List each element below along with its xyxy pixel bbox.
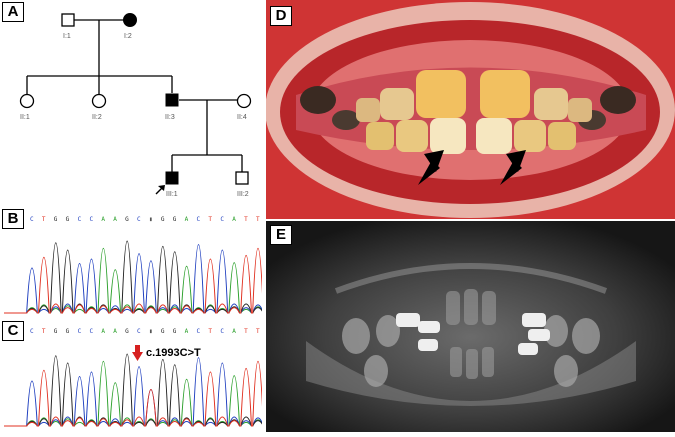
trace-c-c [4, 357, 264, 427]
base-call-c-10: ▮ [149, 328, 153, 335]
base-call-c-1: T [42, 328, 46, 335]
trace-a-b [4, 247, 264, 314]
base-call-b-13: A [185, 216, 189, 223]
base-call-b-18: T [244, 216, 248, 223]
base-call-c-13: A [185, 328, 189, 335]
base-call-c-7: A [113, 328, 117, 335]
base-call-b-7: A [113, 216, 117, 223]
base-call-c-4: C [78, 328, 82, 335]
individual-i2-female-affected [123, 13, 137, 27]
arrow-icon-right [500, 150, 526, 185]
base-call-c-14: C [197, 328, 201, 335]
base-call-b-10: ▮ [149, 216, 153, 223]
panel-label-c: C [2, 321, 24, 341]
base-call-c-19: T [256, 328, 260, 335]
panel-e-radiograph: E [266, 221, 675, 432]
base-call-b-15: T [208, 216, 212, 223]
base-call-c-17: A [232, 328, 236, 335]
base-call-c-11: G [161, 328, 165, 335]
id-ii1: II:1 [20, 114, 30, 121]
base-call-b-9: C [137, 216, 141, 223]
id-iii2: III:2 [237, 191, 249, 198]
base-call-b-6: A [101, 216, 105, 223]
base-call-b-2: G [54, 216, 58, 223]
teeth-photo-illustration [266, 0, 675, 219]
id-ii3: II:3 [165, 114, 175, 121]
trace-c-b [4, 244, 264, 314]
base-call-c-6: A [101, 328, 105, 335]
individual-i1-male [61, 13, 75, 27]
proband-arrow-icon [155, 185, 165, 195]
panel-label-e: E [270, 225, 292, 245]
base-call-c-0: C [30, 328, 34, 335]
base-call-c-16: C [220, 328, 224, 335]
individual-ii1-female [19, 93, 35, 109]
id-i2: I:2 [124, 33, 132, 40]
base-call-b-5: C [89, 216, 93, 223]
trace-a-c [4, 360, 264, 427]
base-call-c-2: G [54, 328, 58, 335]
base-call-b-0: C [30, 216, 34, 223]
base-call-c-3: G [66, 328, 70, 335]
individual-ii4-female [236, 93, 252, 109]
id-i1: I:1 [63, 33, 71, 40]
base-call-b-3: G [66, 216, 70, 223]
individual-iii1-proband-affected [165, 171, 179, 185]
base-call-b-8: G [125, 216, 129, 223]
id-ii2: II:2 [92, 114, 102, 121]
mutation-arrow-icon [132, 345, 143, 361]
base-call-c-5: C [89, 328, 93, 335]
base-call-b-12: G [173, 216, 177, 223]
panel-label-a: A [2, 2, 24, 22]
base-call-c-8: G [125, 328, 129, 335]
base-call-b-11: G [161, 216, 165, 223]
mutation-annotation: c.1993C>T [132, 345, 201, 361]
panel-label-d: D [270, 6, 292, 26]
base-call-b-16: C [220, 216, 224, 223]
base-call-c-12: G [173, 328, 177, 335]
base-call-b-19: T [256, 216, 260, 223]
arrow-icon-left [418, 150, 444, 185]
id-ii4: II:4 [237, 114, 247, 121]
base-call-b-1: T [42, 216, 46, 223]
panel-label-b: B [2, 209, 24, 229]
panel-d-intraoral-photo: D [266, 0, 675, 219]
individual-iii2-male [235, 171, 249, 185]
base-call-b-14: C [197, 216, 201, 223]
panel-a-pedigree: A I:1 I:2 II:1 II:2 II:3 II:4 [0, 0, 262, 206]
base-call-c-18: T [244, 328, 248, 335]
trace-t-c [4, 360, 264, 427]
base-call-c-9: C [137, 328, 141, 335]
base-call-c-15: T [208, 328, 212, 335]
base-call-b-4: C [78, 216, 82, 223]
individual-ii3-male-affected [165, 93, 179, 107]
base-call-b-17: A [232, 216, 236, 223]
individual-ii2-female [91, 93, 107, 109]
id-iii1: III:1 [166, 191, 178, 198]
trace-t-b [4, 247, 264, 314]
radiograph-illustration [266, 221, 675, 432]
pedigree-chart: I:1 I:2 II:1 II:2 II:3 II:4 III:1 III:2 [19, 13, 252, 198]
mutation-label: c.1993C>T [146, 347, 201, 359]
